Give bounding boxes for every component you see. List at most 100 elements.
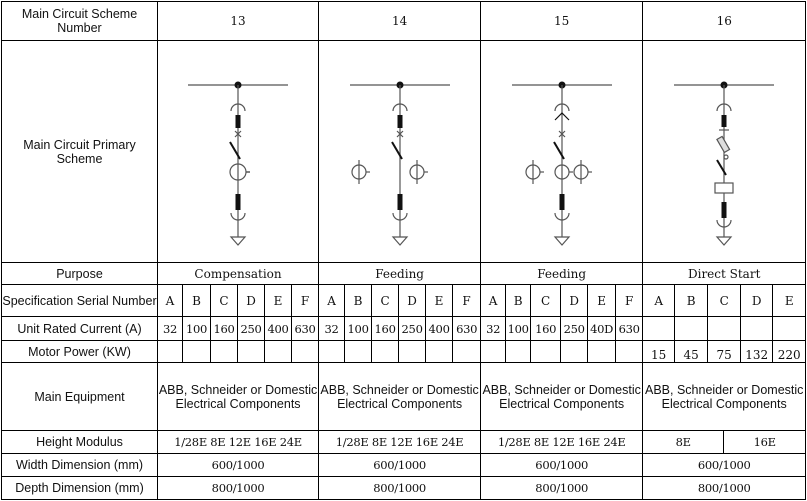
current: 100: [505, 316, 532, 341]
scheme-diagram-14: [318, 40, 482, 263]
single-line-diagram: [188, 81, 289, 246]
serial: A: [157, 284, 183, 317]
row-label: Depth Dimension (mm): [1, 476, 158, 500]
main-equipment-row: Main Equipment ABB, Schneider or Domesti…: [1, 362, 807, 431]
serial: F: [290, 284, 320, 317]
current: [740, 316, 774, 341]
current: 100: [344, 316, 373, 341]
height-modulus-row: Height Modulus 1/28E 8E 12E 16E 24E 1/28…: [1, 430, 807, 454]
serial: A: [318, 284, 346, 317]
current: 630: [290, 316, 320, 341]
width-dimension: 600/1000: [156, 453, 320, 477]
single-line-diagram: [674, 81, 775, 246]
width-dimension: 600/1000: [318, 453, 482, 477]
serial: E: [587, 284, 617, 317]
current: 32: [157, 316, 183, 341]
motor-power-row: Motor Power (KW) 15 45 75 132 220: [1, 340, 807, 363]
depth-dimension: 800/1000: [156, 476, 320, 500]
rated-current-row: Unit Rated Current (A) 32 100 160 250 40…: [1, 316, 807, 341]
row-label: Main Circuit Primary Scheme: [1, 40, 158, 263]
height-modulus: 1/28E 8E 12E 16E 24E: [318, 430, 482, 454]
serial: A: [642, 284, 676, 317]
row-label: Main Circuit Scheme Number: [1, 1, 158, 41]
current: 630: [452, 316, 482, 341]
width-dimension-row: Width Dimension (mm) 600/1000 600/1000 6…: [1, 453, 807, 477]
height-modulus: 1/28E 8E 12E 16E 24E: [480, 430, 644, 454]
height-modulus: 8E: [642, 430, 725, 454]
current: 40D: [587, 316, 617, 341]
height-modulus: 1/28E 8E 12E 16E 24E: [156, 430, 320, 454]
motor-power: 75: [707, 340, 742, 363]
scheme-number: 13: [156, 1, 320, 41]
depth-dimension: 800/1000: [318, 476, 482, 500]
current: 160: [371, 316, 400, 341]
purpose: Compensation: [156, 262, 320, 285]
equipment: ABB, Schneider or Domestic Electrical Co…: [156, 362, 320, 431]
current: 400: [425, 316, 454, 341]
row-label: Width Dimension (mm): [1, 453, 158, 477]
current: [707, 316, 742, 341]
current: 32: [480, 316, 507, 341]
serial: A: [480, 284, 507, 317]
row-label: Specification Serial Number: [1, 284, 158, 317]
scheme-diagram-13: [156, 40, 320, 263]
serial: D: [398, 284, 427, 317]
height-modulus: 16E: [723, 430, 807, 454]
purpose: Feeding: [318, 262, 482, 285]
current: 160: [210, 316, 238, 341]
depth-dimension-row: Depth Dimension (mm) 800/1000 800/1000 8…: [1, 476, 807, 500]
motor-power: 132: [740, 340, 774, 363]
serial: F: [452, 284, 482, 317]
primary-scheme-row: Main Circuit Primary Scheme: [1, 40, 807, 263]
scheme-diagram-16: [642, 40, 807, 263]
serial: B: [182, 284, 211, 317]
width-dimension: 600/1000: [642, 453, 807, 477]
serial: D: [560, 284, 589, 317]
motor-power: 45: [674, 340, 709, 363]
serial: C: [530, 284, 562, 317]
spec-serial-row: Specification Serial Number A B C D E F …: [1, 284, 807, 317]
current: [674, 316, 709, 341]
current: [642, 316, 676, 341]
purpose: Direct Start: [642, 262, 807, 285]
serial: B: [344, 284, 373, 317]
motor-power: 15: [642, 340, 676, 363]
width-dimension: 600/1000: [480, 453, 644, 477]
equipment: ABB, Schneider or Domestic Electrical Co…: [642, 362, 807, 431]
equipment: ABB, Schneider or Domestic Electrical Co…: [318, 362, 482, 431]
current: 250: [560, 316, 589, 341]
current: 32: [318, 316, 346, 341]
equipment: ABB, Schneider or Domestic Electrical Co…: [480, 362, 644, 431]
scheme-diagram-15: [480, 40, 644, 263]
serial: E: [772, 284, 807, 317]
current: [772, 316, 807, 341]
serial: B: [505, 284, 532, 317]
serial: C: [707, 284, 742, 317]
scheme-number: 15: [480, 1, 644, 41]
scheme-number: 14: [318, 1, 482, 41]
depth-dimension: 800/1000: [642, 476, 807, 500]
row-label: Purpose: [1, 262, 158, 285]
serial: C: [371, 284, 400, 317]
row-label: Unit Rated Current (A): [1, 316, 158, 341]
current: 400: [264, 316, 292, 341]
motor-power: 220: [772, 340, 807, 363]
serial: B: [674, 284, 709, 317]
serial: D: [740, 284, 774, 317]
current: 250: [398, 316, 427, 341]
purpose: Feeding: [480, 262, 644, 285]
depth-dimension: 800/1000: [480, 476, 644, 500]
single-line-diagram: [511, 81, 612, 246]
current: 160: [530, 316, 562, 341]
row-label: Height Modulus: [1, 430, 158, 454]
scheme-number-row: Main Circuit Scheme Number 13 14 15 16: [1, 1, 807, 41]
current: 250: [237, 316, 265, 341]
row-label: Motor Power (KW): [1, 340, 158, 363]
current: 100: [182, 316, 211, 341]
serial: D: [237, 284, 265, 317]
serial: E: [264, 284, 292, 317]
serial: C: [210, 284, 238, 317]
row-label: Main Equipment: [1, 362, 158, 431]
purpose-row: Purpose Compensation Feeding Feeding Dir…: [1, 262, 807, 285]
